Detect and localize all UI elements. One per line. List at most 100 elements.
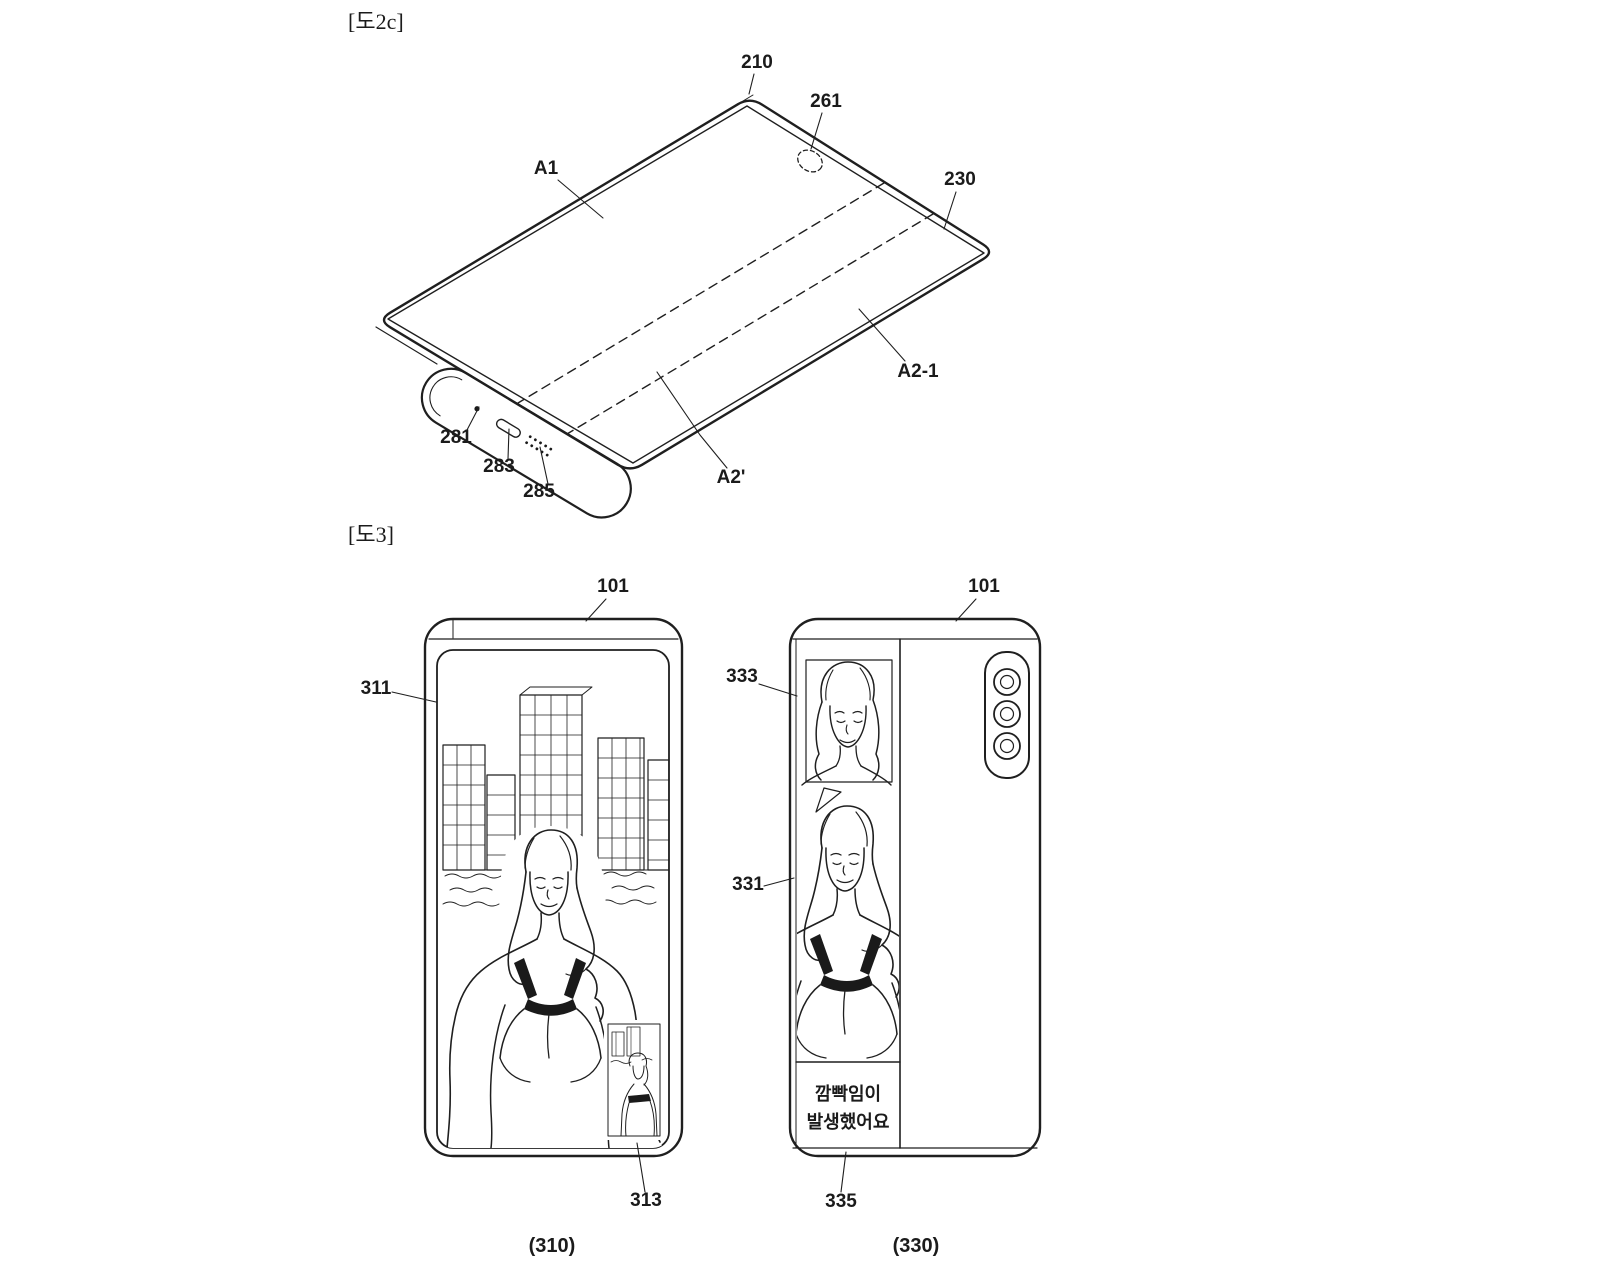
ref-333: 333 bbox=[726, 666, 758, 687]
water-squiggle bbox=[611, 885, 655, 891]
leader-261 bbox=[810, 112, 823, 150]
building-windows bbox=[442, 744, 486, 871]
device-screen-edge bbox=[387, 105, 985, 464]
leader-333 bbox=[758, 683, 798, 697]
ref-210: 210 bbox=[741, 52, 773, 73]
leader-281 bbox=[466, 406, 480, 431]
leader-313 bbox=[636, 1142, 646, 1193]
ref-313: 313 bbox=[630, 1190, 662, 1211]
ref-a2-prime: A2' bbox=[717, 467, 746, 488]
pip-woman-neckline bbox=[628, 1094, 651, 1103]
pip-woman-face bbox=[632, 1065, 645, 1080]
portrait-hair-left bbox=[814, 701, 823, 781]
camera-lens bbox=[993, 700, 1021, 728]
leader-a2-prime bbox=[656, 371, 728, 469]
rolled-edge-cylinder bbox=[420, 367, 632, 519]
caption-310: (310) bbox=[529, 1235, 576, 1257]
left-phone-body bbox=[423, 617, 684, 1158]
pip-inset bbox=[604, 1020, 664, 1140]
camera-dashed-circle bbox=[797, 149, 823, 173]
camera-lens bbox=[993, 732, 1021, 760]
notification-message-area: 깜빡임이 발생했어요 bbox=[795, 1061, 901, 1132]
pip-building bbox=[611, 1031, 625, 1057]
sub-display-photo-area bbox=[797, 801, 899, 1062]
device-3d-drawing bbox=[375, 94, 991, 519]
ref-labels-2c: 210 261 A1 230 281 283 285 A2' A2-1 bbox=[440, 52, 976, 502]
building-windows bbox=[647, 779, 669, 861]
woman-line-art-cropped bbox=[797, 801, 899, 1062]
portrait-hair-strands bbox=[825, 667, 871, 701]
leader-311 bbox=[391, 691, 437, 703]
device-outer-face bbox=[382, 99, 991, 470]
left-edge-thickness-line bbox=[375, 326, 438, 365]
building-windows bbox=[486, 794, 516, 856]
ref-311: 311 bbox=[361, 678, 392, 699]
ref-101-right: 101 bbox=[968, 576, 1000, 597]
figure-3-label: [도3] bbox=[348, 522, 394, 547]
building bbox=[442, 744, 486, 871]
leader-a2-1 bbox=[858, 308, 906, 362]
figure-2c-label: [도2c] bbox=[348, 9, 404, 34]
cylinder-inner-cap-arc bbox=[429, 376, 463, 417]
pip-building bbox=[626, 1026, 641, 1057]
leader-a1 bbox=[557, 179, 604, 219]
leader-lines-2c bbox=[466, 73, 957, 485]
right-phone: 깜빡임이 발생했어요 bbox=[788, 617, 1042, 1158]
portrait-neck bbox=[835, 745, 862, 767]
right-phone-body bbox=[788, 617, 1042, 1158]
ref-101-left: 101 bbox=[597, 576, 629, 597]
left-phone-screen-edge bbox=[436, 649, 670, 1149]
leader-335 bbox=[840, 1151, 847, 1193]
portrait-callout-tail bbox=[815, 787, 842, 813]
top-corner-fold-line bbox=[742, 94, 754, 102]
building-windows bbox=[597, 737, 645, 871]
left-phone-screen-content bbox=[442, 686, 669, 1148]
pip-outer-frame bbox=[604, 1020, 664, 1140]
water-lines bbox=[442, 871, 657, 907]
cylinder-body bbox=[420, 367, 632, 519]
camera-lens-inner bbox=[999, 674, 1015, 690]
pip-building-windows bbox=[615, 1026, 632, 1057]
camera-lens-inner bbox=[999, 706, 1015, 722]
pip-woman-hair bbox=[628, 1052, 649, 1086]
ref-261: 261 bbox=[810, 91, 842, 112]
usb-port bbox=[495, 418, 521, 438]
leader-230 bbox=[943, 191, 957, 230]
left-phone bbox=[423, 617, 684, 1158]
leader-331 bbox=[763, 877, 795, 887]
water-squiggle bbox=[449, 887, 493, 893]
leader-101-right bbox=[955, 598, 977, 622]
portrait-lips bbox=[839, 739, 856, 744]
pip-woman-torso bbox=[625, 1100, 655, 1137]
tower-roof bbox=[519, 686, 593, 696]
ref-281: 281 bbox=[440, 427, 472, 448]
portrait-preview bbox=[800, 654, 898, 813]
water-squiggle bbox=[442, 901, 500, 907]
ref-283: 283 bbox=[483, 456, 515, 477]
ref-labels-3: 101 101 311 333 331 313 335 (310) (330) bbox=[361, 576, 1001, 1257]
message-line-1: 깜빡임이 bbox=[815, 1084, 881, 1104]
camera-module bbox=[984, 651, 1030, 779]
portrait-nose bbox=[845, 724, 849, 735]
ref-285: 285 bbox=[523, 481, 555, 502]
portrait-outer-frame bbox=[800, 654, 898, 788]
pip-inner-frame bbox=[607, 1023, 661, 1137]
pip-water-squiggle bbox=[610, 1058, 653, 1064]
camera-lens bbox=[993, 668, 1021, 696]
roll-boundary-dashed-line-2 bbox=[566, 213, 934, 435]
figure-3: [도3] bbox=[348, 522, 1042, 1257]
message-line-2: 발생했어요 bbox=[807, 1112, 890, 1132]
leader-lines-3 bbox=[391, 598, 977, 1193]
caption-330: (330) bbox=[893, 1235, 940, 1257]
camera-module-housing bbox=[984, 651, 1030, 779]
portrait-hair-right bbox=[820, 661, 880, 781]
leader-285 bbox=[539, 446, 549, 485]
leader-210 bbox=[748, 73, 755, 95]
speaker-holes bbox=[525, 435, 553, 457]
leader-283 bbox=[507, 428, 510, 460]
figure-2c: [도2c] bbox=[348, 9, 991, 519]
ref-335: 335 bbox=[825, 1191, 857, 1212]
ref-331: 331 bbox=[732, 874, 764, 895]
pip-woman-arms bbox=[620, 1083, 658, 1137]
